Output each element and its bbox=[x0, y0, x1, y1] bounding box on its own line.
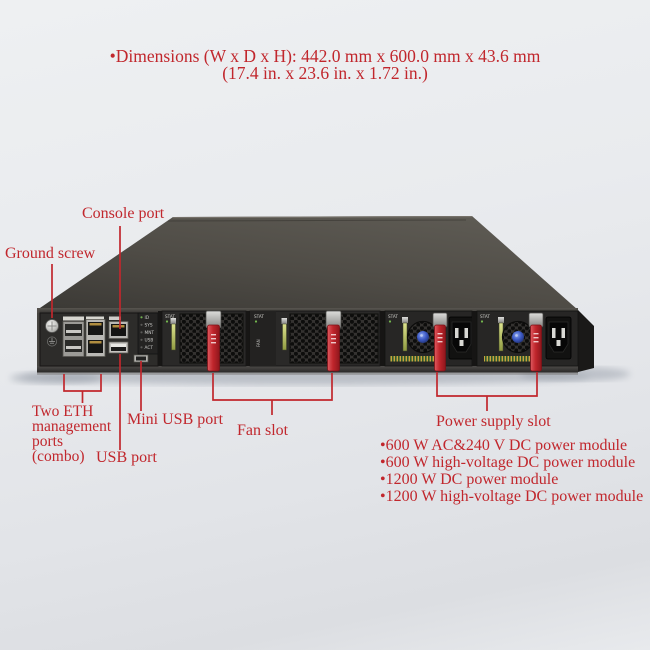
psu2-latch-clip bbox=[498, 317, 504, 323]
eth-ports-label: Two ETH management ports (combo) bbox=[32, 403, 112, 465]
psu-slot-label: Power supply slot bbox=[436, 413, 551, 430]
chassis-top-panel bbox=[37, 215, 578, 310]
psu1-stat-label: STAT bbox=[388, 314, 398, 319]
fan-module-1: STAT bbox=[161, 310, 247, 372]
power-module-item: •1200 W DC power module bbox=[380, 471, 559, 488]
led-label: MNT bbox=[145, 330, 155, 336]
fan2-handle bbox=[325, 310, 342, 372]
io-section: ID SYS MNT USB ACT bbox=[39, 312, 159, 367]
panel-divider bbox=[472, 311, 477, 366]
fan1-latch-clip bbox=[170, 318, 176, 324]
psu1-latch-clip bbox=[402, 317, 408, 323]
power-module-item: •1200 W high-voltage DC power module bbox=[380, 488, 644, 505]
console-port bbox=[108, 321, 129, 339]
fan1-stat-label: STAT bbox=[165, 314, 175, 319]
panel-divider bbox=[380, 311, 385, 366]
psu2-power-inlet bbox=[545, 316, 572, 360]
psu-slot-bracket bbox=[436, 372, 538, 411]
psu1-fan-hub bbox=[417, 331, 429, 343]
mini-usb-port bbox=[133, 354, 149, 363]
psu-module-2: STAT bbox=[476, 310, 579, 372]
psu2-fan-hub bbox=[512, 331, 524, 343]
eth-ports-bracket bbox=[63, 374, 102, 403]
led-label: ID bbox=[145, 315, 150, 321]
fan2-stat-label: STAT bbox=[254, 314, 264, 319]
usb-port bbox=[108, 341, 129, 354]
fan-module-2: STAT FAN bbox=[249, 310, 381, 372]
psu2-handle bbox=[528, 312, 544, 372]
port-label-strip bbox=[63, 316, 84, 321]
eth-label-line: ports bbox=[32, 433, 63, 450]
console-port-label: Console port bbox=[82, 205, 165, 222]
dimensions-line-2: (17.4 in. x 23.6 in. x 1.72 in.) bbox=[222, 63, 428, 83]
fan-slot-bracket bbox=[212, 373, 333, 415]
eth-label-line: management bbox=[32, 418, 112, 435]
ground-screw bbox=[45, 319, 59, 347]
psu2-pcb-edge bbox=[484, 356, 532, 362]
psu1-power-inlet bbox=[448, 316, 475, 360]
power-module-item: •600 W AC&240 V DC power module bbox=[380, 437, 628, 454]
led-label: SYS bbox=[145, 323, 153, 329]
fan2-side-label: FAN bbox=[256, 339, 261, 347]
port-label-strip bbox=[86, 316, 104, 321]
ground-screw-label: Ground screw bbox=[5, 245, 96, 262]
psu2-stat-label: STAT bbox=[480, 314, 490, 319]
dimensions-line-1: •Dimensions (W x D x H): 442.0 mm x 600.… bbox=[109, 46, 541, 66]
led-label: USB bbox=[145, 338, 154, 344]
eth-label-line: (combo) bbox=[32, 448, 85, 465]
panel-divider bbox=[246, 311, 250, 366]
status-led-panel: ID SYS MNT USB ACT bbox=[137, 312, 159, 355]
power-module-list: •600 W AC&240 V DC power module •600 W h… bbox=[380, 437, 643, 505]
psu1-handle bbox=[432, 312, 448, 372]
eth-management-ports bbox=[85, 319, 106, 357]
chassis-right-side bbox=[578, 310, 594, 372]
dimensions-title: •Dimensions (W x D x H): 442.0 mm x 600.… bbox=[0, 46, 650, 83]
mini-usb-label: Mini USB port bbox=[127, 411, 224, 428]
panel-divider bbox=[158, 311, 162, 366]
port-label-strip bbox=[109, 316, 121, 320]
fan1-handle bbox=[205, 310, 222, 372]
usb-port-label: USB port bbox=[96, 449, 157, 466]
led-label: ACT bbox=[145, 345, 154, 351]
fan2-latch-clip bbox=[281, 318, 287, 324]
fan-slot-label: Fan slot bbox=[237, 422, 289, 439]
psu1-latch bbox=[402, 322, 408, 352]
ground-symbol-icon bbox=[47, 336, 58, 347]
fan2-latch bbox=[282, 323, 287, 351]
eth-label-line: Two ETH bbox=[32, 403, 94, 420]
fan1-latch bbox=[171, 323, 176, 351]
psu-module-1: STAT bbox=[384, 310, 475, 372]
power-module-item: •600 W high-voltage DC power module bbox=[380, 454, 636, 471]
annotation-lines bbox=[51, 226, 538, 450]
psu1-pcb-edge bbox=[390, 356, 442, 362]
sfp-combo-ports bbox=[62, 321, 85, 357]
